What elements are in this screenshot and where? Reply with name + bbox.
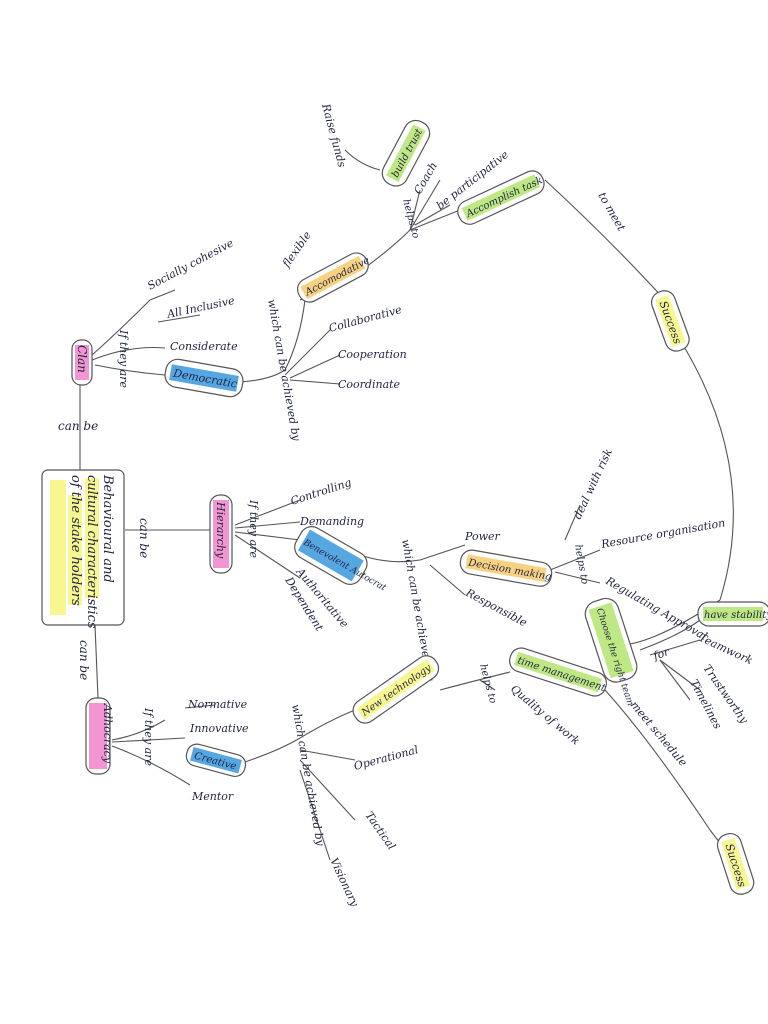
adhocracy-trait-normative: Normative (187, 698, 248, 711)
clan-method-coordinate: Coordinate (338, 378, 401, 391)
hierarchy-method-power: Power (464, 530, 501, 543)
hierarchy-trait-controlling: Controlling (289, 476, 353, 508)
clan-if-they-are: If they are (117, 329, 130, 388)
adhocracy-which-achieved: which can be achieved by (289, 703, 327, 847)
have-stability-label: have stability (704, 610, 768, 621)
build-trust-node: build trust (381, 119, 431, 187)
clan-which-achieved: which can be achieved by (265, 298, 303, 442)
central-line-3: of the stake holders (68, 475, 83, 606)
benevolent-autocrat-node: Benevolent Autocrat (294, 526, 388, 594)
link-can-be-clan: can be (58, 419, 98, 433)
adhocracy-helps-to: helps to (477, 663, 498, 705)
clan-helps-to: helps to (400, 198, 421, 240)
central-line-1: Behavioural and (100, 474, 115, 583)
hierarchy-if-they-are: If they are (247, 499, 260, 558)
adhocracy-trait-innovative: Innovative (189, 722, 249, 735)
creative-node: Creative (185, 743, 247, 778)
clan-to-meet: to meet (595, 190, 628, 234)
adhocracy-meet-schedule: meet schedule (628, 699, 690, 770)
adhocracy-trait-mentor: Mentor (191, 790, 234, 803)
link-can-be-hierarchy: can be (137, 518, 151, 558)
hierarchy-deal-with-risk: deal with risk (571, 446, 615, 521)
hierarchy-node: Hierarchy (209, 494, 233, 574)
clan-method-cooperation: Cooperation (338, 348, 407, 361)
central-line-2: cultural characteristics (84, 475, 99, 629)
new-technology-node: New technology (352, 655, 440, 724)
decision-making-node: Decision making (459, 549, 552, 587)
clan-method-collaborative: Collaborative (327, 303, 403, 335)
hierarchy-resource-organisation: Resource organisation (599, 516, 726, 551)
clan-trait-all-inclusive: All Inclusive (165, 294, 236, 321)
adhocracy-method-operational: Operational (352, 743, 420, 773)
link-can-be-adhocracy: can be (77, 640, 91, 680)
clan-label: Clan (75, 345, 89, 373)
democratic-node: Democratic (164, 358, 244, 398)
have-stability-node: have stability (697, 601, 768, 627)
clan-trait-socially-cohesive: Socially cohesive (145, 236, 236, 292)
clan-node: Clan (71, 339, 93, 386)
hierarchy-helps-to: helps to (572, 544, 590, 586)
adhocracy-label: Adhocracy (101, 703, 114, 764)
clan-help-raise-funds: Raise funds (319, 101, 349, 169)
adhocracy-if-they-are: If they are (142, 707, 155, 766)
adhocracy-method-visionary: Visionary (327, 856, 361, 909)
hierarchy-for: for (651, 645, 672, 663)
stability-teamwork: Teamwork (697, 631, 755, 667)
hierarchy-method-responsible: Responsible (463, 586, 530, 630)
central-node: Behavioural and cultural characteristics… (41, 469, 125, 629)
clan-help-coach: Coach (411, 160, 440, 197)
clan-trait-considerate: Considerate (170, 340, 238, 353)
success-node-bottom: Success (716, 832, 755, 895)
clan-flexible: flexible (279, 229, 314, 271)
hierarchy-trait-demanding: Demanding (299, 515, 364, 528)
hierarchy-label: Hierarchy (214, 501, 227, 559)
adhocracy-node: Adhocracy (85, 697, 114, 775)
new-technology-label: New technology (359, 662, 434, 719)
edges (79, 149, 736, 861)
adhocracy-quality-of-work: Quality of work (508, 682, 582, 747)
accommodative-node: Accomodative (296, 252, 372, 303)
success-node-top: Success (650, 290, 690, 352)
adhocracy-method-tactical: Tactical (363, 809, 399, 852)
